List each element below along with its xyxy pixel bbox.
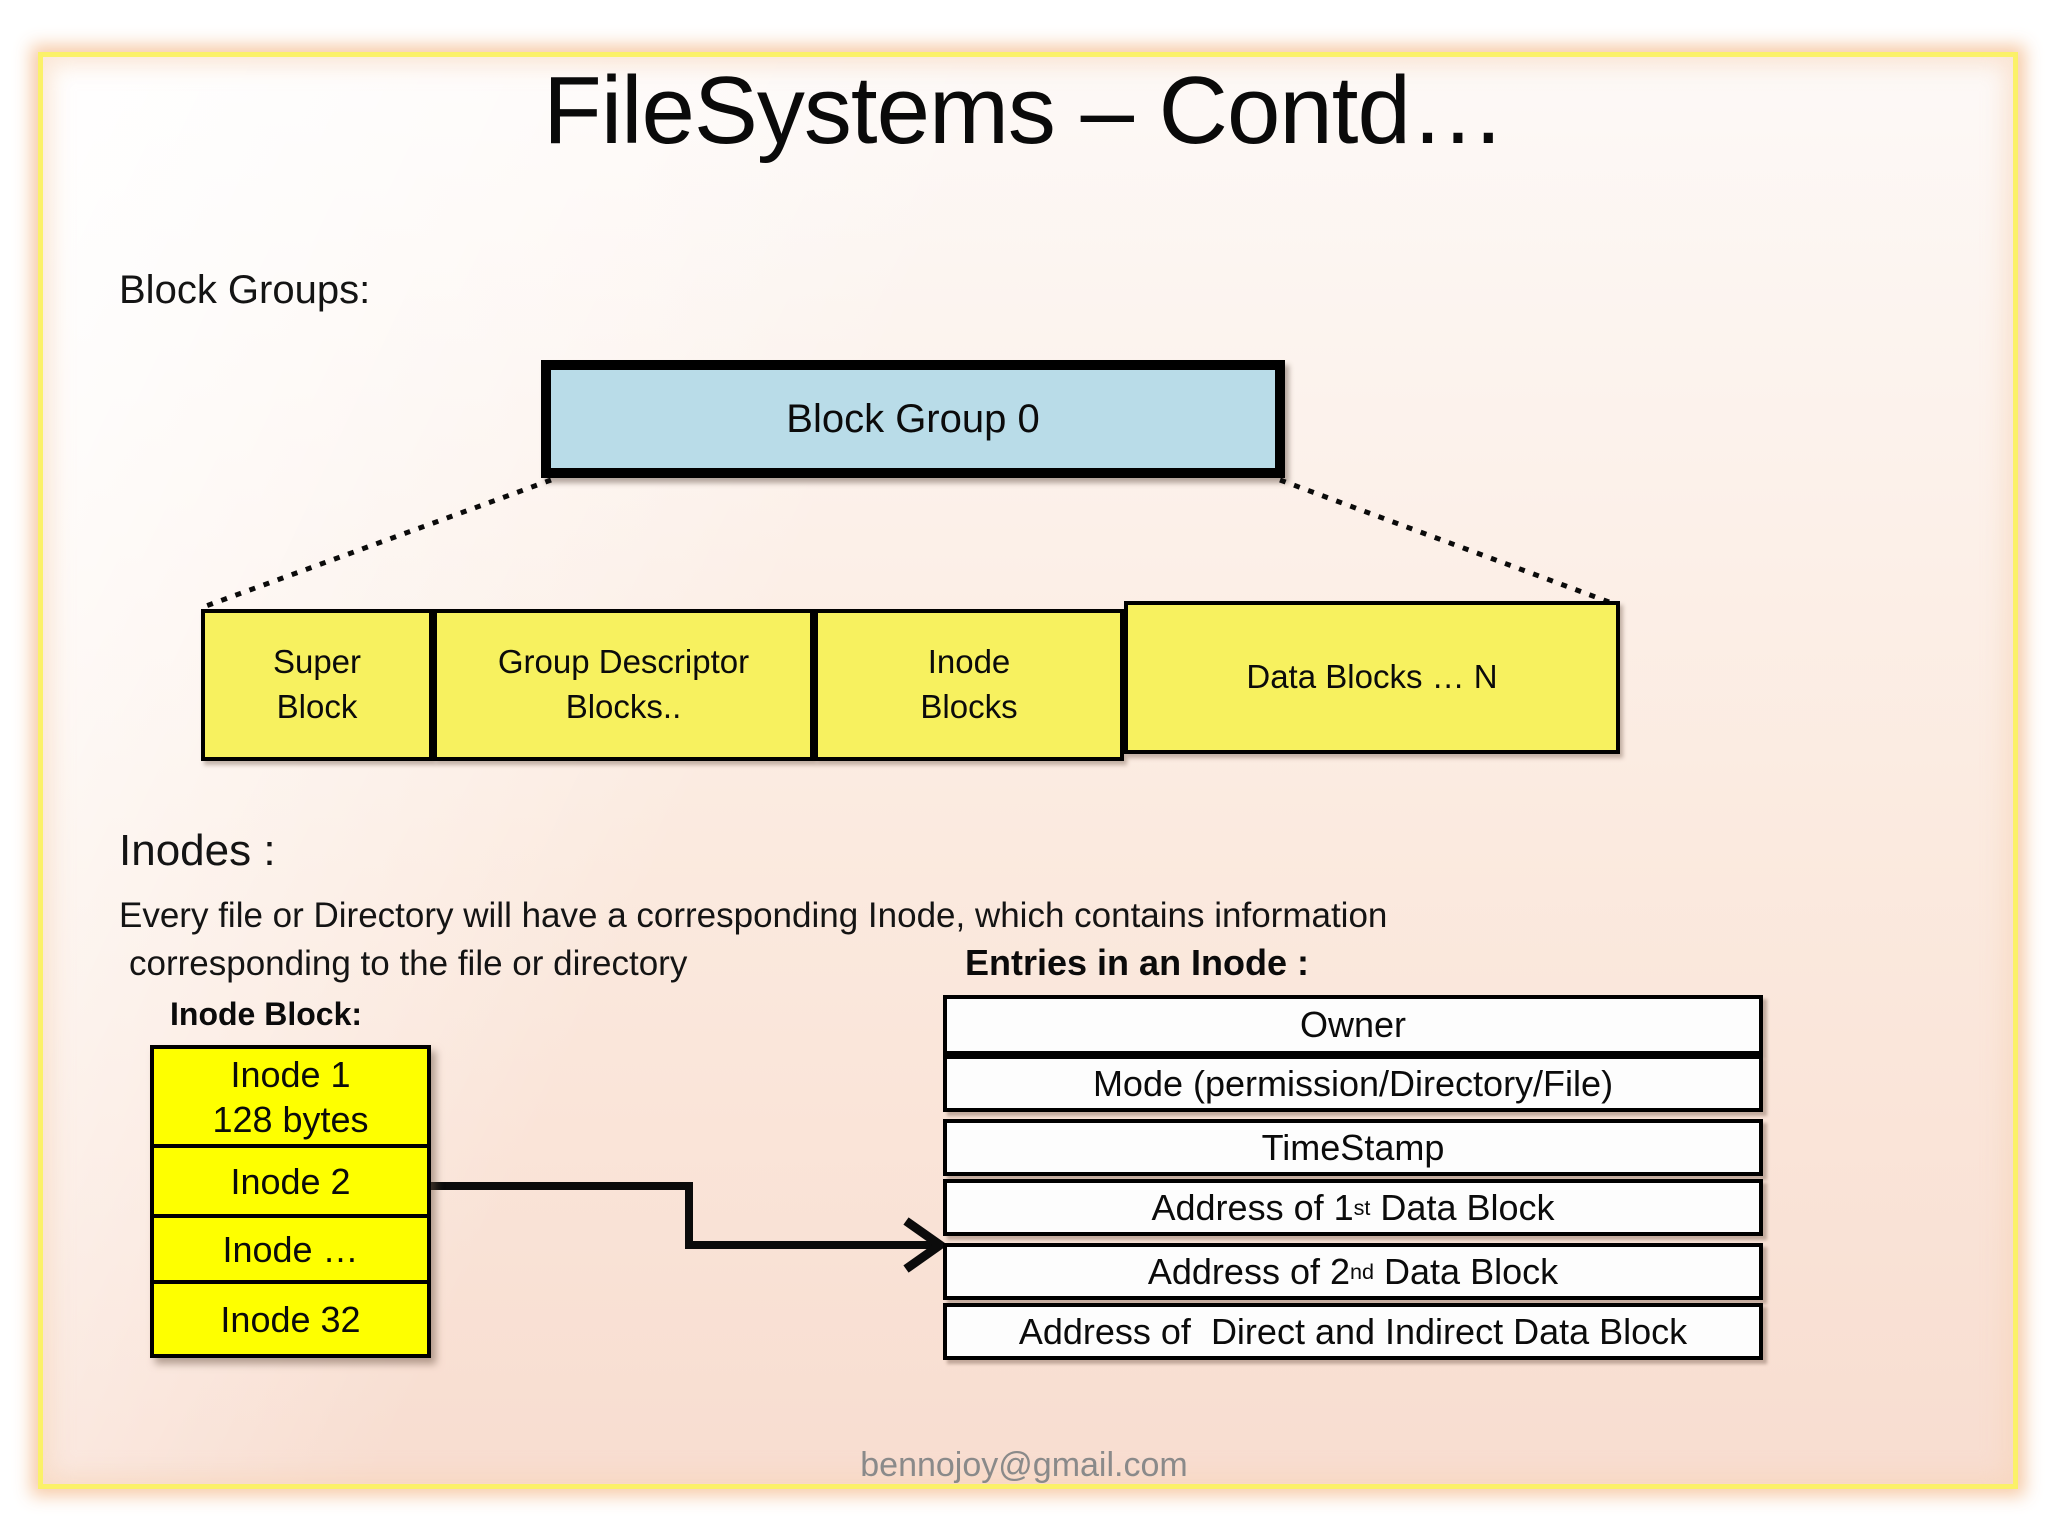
inode-cell-line: Inode … [222, 1228, 359, 1270]
entry-row-timestamp: TimeStamp [943, 1119, 1763, 1176]
entry-text: Owner [1299, 1004, 1407, 1045]
block-group-0-label: Block Group 0 [786, 396, 1040, 441]
segment-label: Super [272, 643, 362, 681]
inodes-description-line2: corresponding to the file or directory [129, 944, 688, 983]
block-groups-heading: Block Groups: [119, 268, 371, 312]
inode-entries-table: Owner Mode (permission/Directory/File) T… [943, 995, 1763, 1363]
segment-super-block: Super Block [201, 609, 433, 761]
inodes-description-line1: Every file or Directory will have a corr… [119, 896, 1388, 935]
inode-cell-line: 128 bytes [212, 1098, 369, 1140]
footer-email: bennojoy@gmail.com [860, 1446, 1188, 1484]
inode-block-stack: Inode 1 128 bytes Inode 2 Inode … Inode … [150, 1045, 431, 1358]
inodes-heading: Inodes : [119, 826, 276, 875]
inode-block-label: Inode Block: [170, 996, 363, 1032]
segment-inode-blocks: Inode Blocks [814, 609, 1124, 761]
segment-label: Block [276, 688, 358, 725]
inode-cell-line: Inode 32 [220, 1298, 361, 1340]
segment-label: Inode [927, 643, 1011, 681]
inode-cell-32: Inode 32 [150, 1280, 431, 1358]
inode-cell-1: Inode 1 128 bytes [150, 1045, 431, 1148]
entry-row-mode: Mode (permission/Directory/File) [943, 1055, 1763, 1112]
inode-cell-2: Inode 2 [150, 1144, 431, 1218]
entry-text: Mode (permission/Directory/File) [1092, 1062, 1614, 1104]
segment-label: Blocks [920, 688, 1018, 725]
entry-text: Address of 1 [1151, 1186, 1354, 1228]
inode-cell-line: Inode 1 [230, 1053, 351, 1095]
entry-text: Address of Direct and Indirect Data Bloc… [1018, 1310, 1688, 1352]
entry-row-address-direct-indirect: Address of Direct and Indirect Data Bloc… [943, 1303, 1763, 1360]
segment-label: Group Descriptor [497, 643, 750, 681]
entry-text: Data Block [1370, 1186, 1555, 1228]
entry-text: TimeStamp [1261, 1126, 1445, 1168]
inode-cell-ellipsis: Inode … [150, 1214, 431, 1284]
segment-group-descriptor-blocks: Group Descriptor Blocks.. [433, 609, 814, 761]
entry-text: Data Block [1374, 1250, 1559, 1292]
block-group-0-box: Block Group 0 [541, 360, 1285, 478]
slide-title: FileSystems – Contd… [543, 57, 1506, 164]
inode-cell-line: Inode 2 [230, 1160, 351, 1202]
segment-label: Data Blocks … N [1246, 658, 1498, 696]
segment-label: Blocks.. [565, 688, 682, 725]
segment-data-blocks: Data Blocks … N [1124, 601, 1620, 754]
entry-row-owner: Owner [943, 995, 1763, 1055]
entry-text: Address of 2 [1147, 1250, 1350, 1292]
entries-in-inode-heading: Entries in an Inode : [965, 942, 1310, 983]
